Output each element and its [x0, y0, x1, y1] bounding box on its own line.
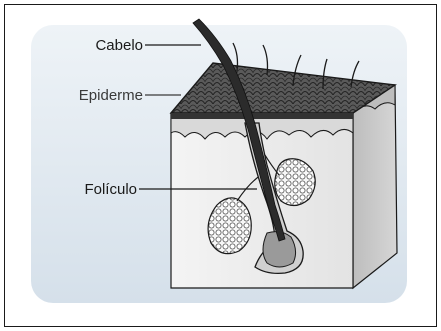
figure-frame: Cabelo Epiderme Folículo: [4, 4, 437, 327]
hair-follicle-diagram: Cabelo Epiderme Folículo: [5, 5, 436, 326]
follicle-label: Folículo: [84, 181, 137, 198]
skin-surface-edge: [171, 113, 353, 119]
hair-label: Cabelo: [95, 37, 143, 54]
sebaceous-gland-right: [275, 159, 316, 206]
epidermis-label: Epiderme: [79, 87, 143, 104]
skin-block-side: [353, 83, 397, 288]
